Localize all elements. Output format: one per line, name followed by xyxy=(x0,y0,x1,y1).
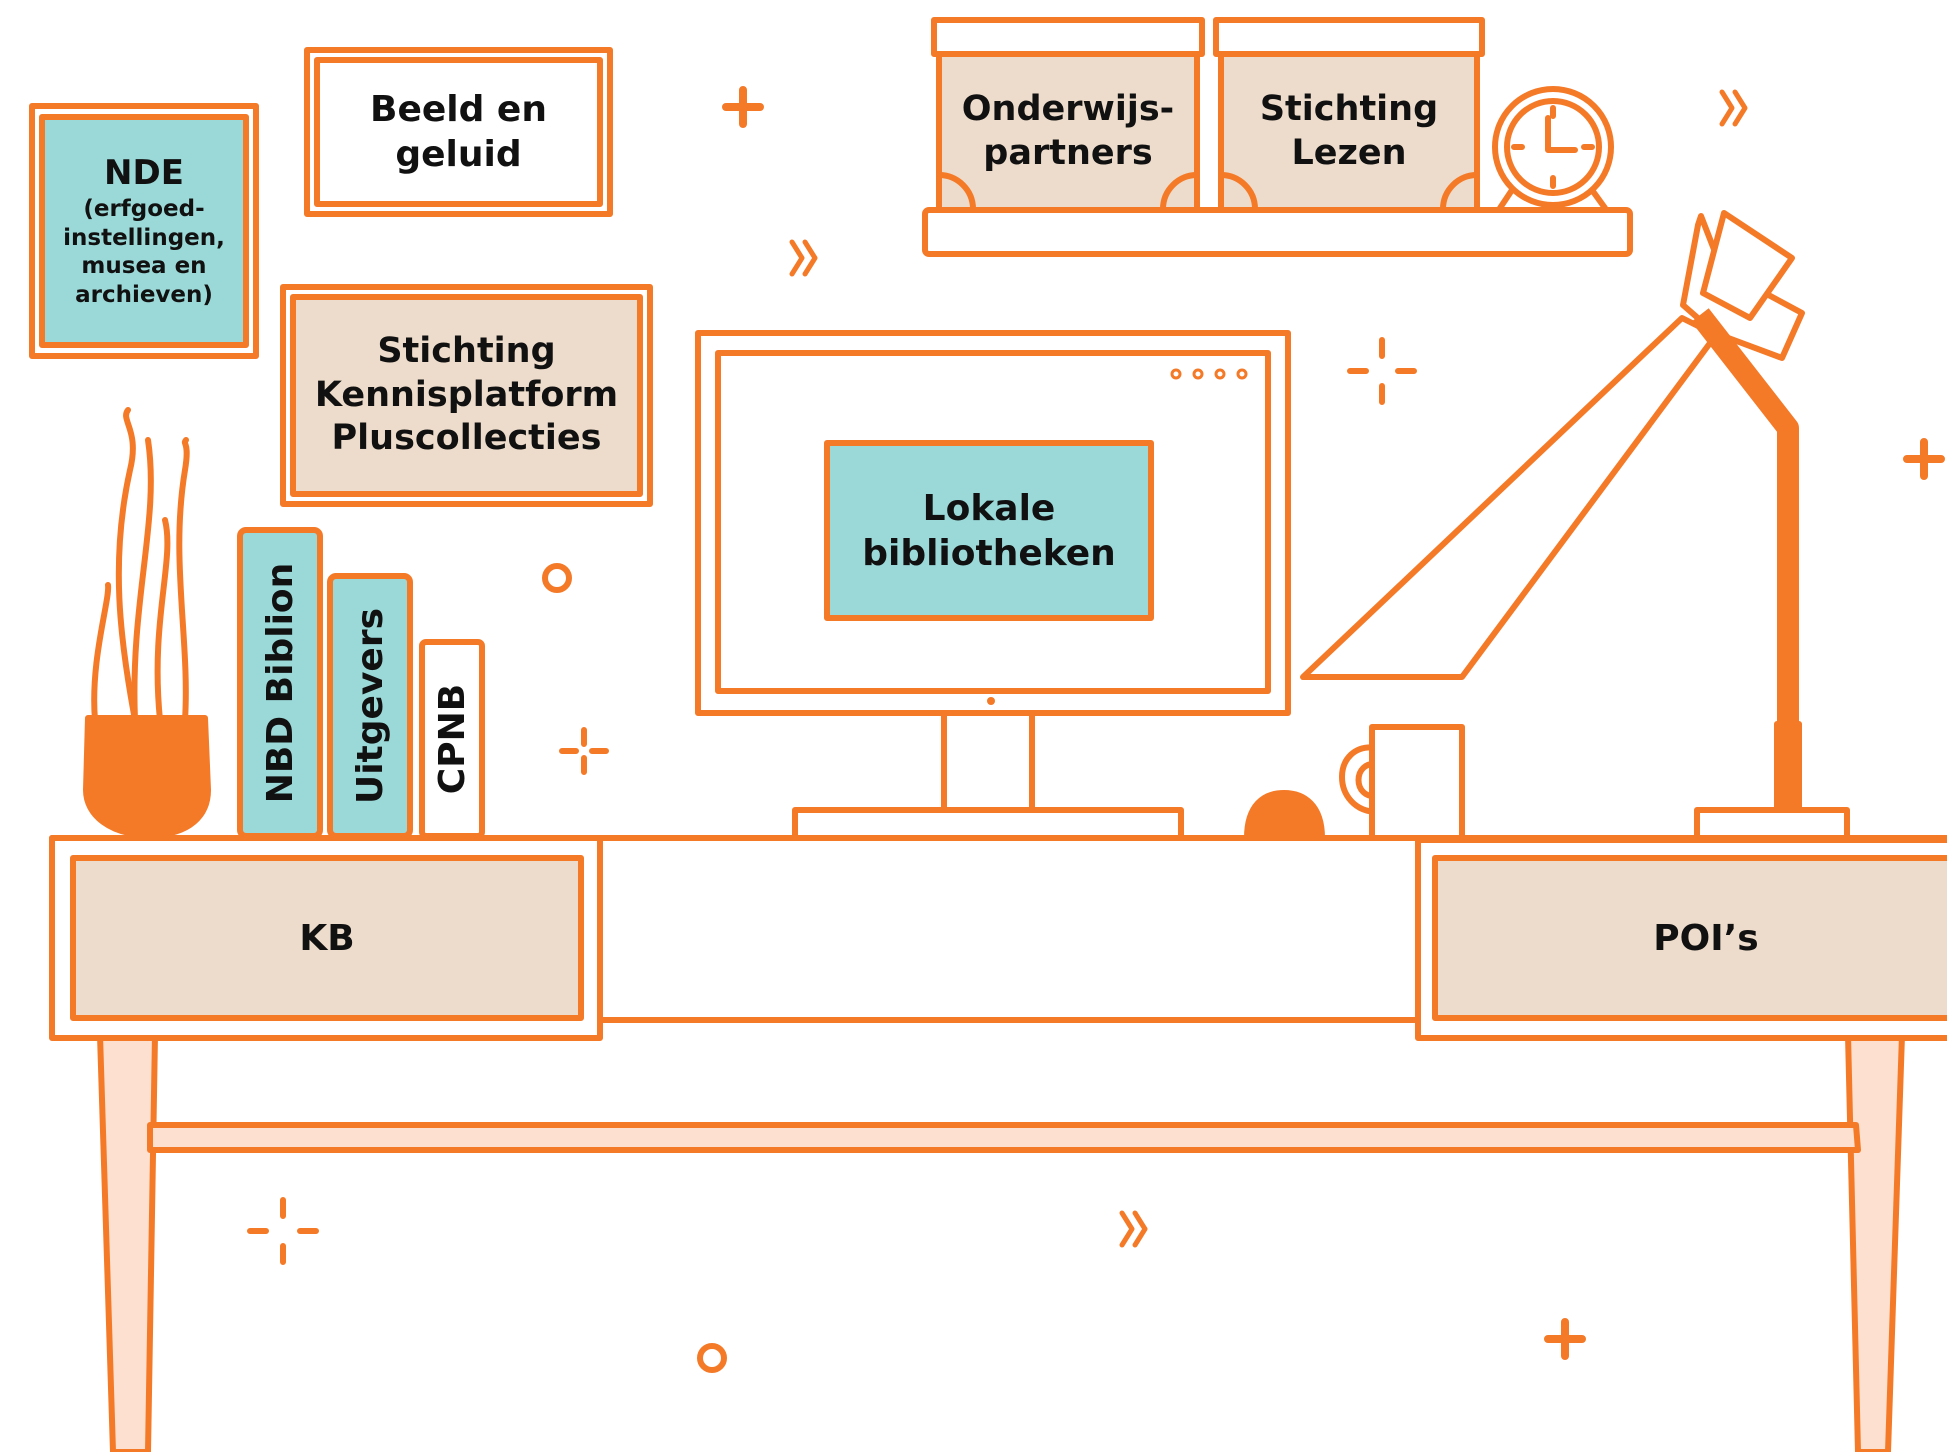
double-chevron-icon xyxy=(789,89,1748,1248)
nde-sub-3: musea en xyxy=(81,253,207,280)
nde-sub-1: (erfgoed- xyxy=(83,195,205,222)
beeld-line-2: geluid xyxy=(395,134,522,175)
stichting-kennisplatform-label: Stichting Kennisplatform Pluscollecties xyxy=(293,297,640,494)
cpnb-label: CPNB xyxy=(431,683,473,795)
onderwijs-line-1: Onderwijs- xyxy=(961,89,1175,130)
lokale-bibliotheken-box xyxy=(824,440,1154,621)
stichting-kennis-frame xyxy=(290,294,643,497)
nde-title: NDE xyxy=(104,153,184,194)
onderwijspartners-label: Onderwijs- partners xyxy=(939,54,1197,210)
lokale-bibliotheken-label: Lokale bibliotheken xyxy=(827,443,1151,618)
nbd-biblion-label: NBD Biblion xyxy=(259,562,301,804)
nde-frame xyxy=(39,114,249,348)
lezen-line-1: Stichting xyxy=(1259,89,1439,130)
pois-drawer xyxy=(1432,855,1947,1021)
shelf xyxy=(922,207,1633,257)
nde-sub-4: archieven) xyxy=(75,282,213,308)
circle-icon xyxy=(542,563,727,1373)
plus-icon xyxy=(722,86,1945,1360)
nde-label: NDE (erfgoed- instellingen, musea en arc… xyxy=(42,117,246,345)
lokale-line-1: Lokale xyxy=(922,487,1056,529)
kb-label: KB xyxy=(299,917,355,959)
book-nbd-biblion xyxy=(237,527,323,839)
uitgevers-label: Uitgevers xyxy=(349,607,391,805)
mouse-icon xyxy=(1244,790,1325,841)
lokale-line-2: bibliotheken xyxy=(862,532,1116,574)
stichting-lezen-label: Stichting Lezen xyxy=(1221,54,1477,210)
mug-icon xyxy=(1339,724,1465,841)
beeld-line-1: Beeld en xyxy=(370,89,547,130)
pois-label: POI’s xyxy=(1653,917,1759,959)
beeld-en-geluid-label: Beeld en geluid xyxy=(317,60,600,204)
clock-icon xyxy=(1492,86,1614,211)
kennis-line-3: Pluscollecties xyxy=(331,418,602,459)
book-uitgevers xyxy=(327,573,413,839)
kb-drawer xyxy=(70,855,584,1021)
plant-icon xyxy=(83,407,211,838)
box-onderwijs xyxy=(936,51,1200,213)
table-legs xyxy=(97,1032,1905,1452)
nde-sub-2: instellingen, xyxy=(63,224,225,251)
box-onderwijs-lid xyxy=(931,17,1205,57)
beeld-frame xyxy=(314,57,603,207)
sparkle-icon xyxy=(247,337,1417,1265)
onderwijs-line-2: partners xyxy=(983,133,1153,173)
box-lezen-lid xyxy=(1213,17,1485,57)
box-lezen xyxy=(1218,51,1480,213)
desk-lamp-icon xyxy=(1300,210,1850,841)
kennis-line-1: Stichting xyxy=(377,330,556,371)
kennis-line-2: Kennisplatform xyxy=(314,374,619,415)
book-cpnb xyxy=(419,639,485,839)
lezen-line-2: Lezen xyxy=(1291,133,1407,173)
